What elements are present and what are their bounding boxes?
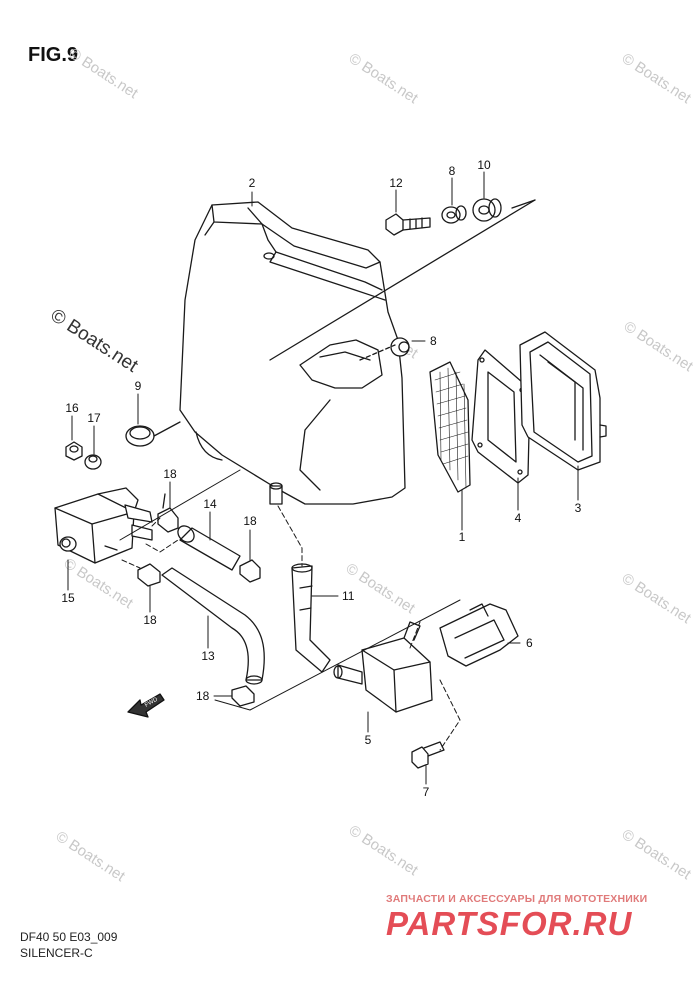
callout-number: 2 xyxy=(249,176,256,190)
callout-number: 10 xyxy=(477,158,491,172)
fitting-nipple xyxy=(269,482,283,505)
callout-number: 16 xyxy=(65,401,79,415)
intake-cover-part-3 xyxy=(519,331,607,471)
callout-number: 17 xyxy=(87,411,101,425)
callout-number: 18 xyxy=(163,467,177,481)
callout-number: 7 xyxy=(423,785,430,799)
callout-number: 8 xyxy=(449,164,456,178)
washer-part-8-top xyxy=(441,205,467,224)
model-code: DF40 50 E03_009 xyxy=(20,930,118,944)
gasket-part-4 xyxy=(471,349,531,484)
callout-number: 13 xyxy=(201,649,215,663)
callout-number: 18 xyxy=(143,613,157,627)
callouts xyxy=(67,171,579,785)
callout-number: 12 xyxy=(389,176,403,190)
shop-logo: PARTSFOR.RU xyxy=(386,905,633,942)
bolt-part-12 xyxy=(385,213,431,236)
fwd-arrow-icon: FWD xyxy=(127,693,165,718)
hose-part-13 xyxy=(161,567,265,685)
filter-part-5 xyxy=(333,621,433,713)
figure-title: FIG.9 xyxy=(28,44,79,66)
hose-part-11 xyxy=(291,563,331,673)
bracket-part-6 xyxy=(439,603,519,667)
callout-number: 8 xyxy=(430,334,437,348)
callout-number: 15 xyxy=(61,591,75,605)
bolt-part-7 xyxy=(411,741,445,769)
collar-part-10 xyxy=(472,198,502,222)
clamp-part-18 xyxy=(231,685,255,707)
callout-number: 11 xyxy=(342,589,355,603)
leader-line xyxy=(269,199,536,361)
callout-number: 18 xyxy=(243,514,257,528)
clamp-part-18 xyxy=(239,559,261,583)
boundary-lines xyxy=(119,469,461,711)
callout-number: 6 xyxy=(526,636,533,650)
callout-number: 5 xyxy=(365,733,372,747)
washer-part-8-mid xyxy=(359,337,410,361)
nut-part-16 xyxy=(65,441,83,461)
callout-numbers: 1 2 3 4 5 6 7 8 8 9 10 11 12 13 14 15 16… xyxy=(61,158,581,799)
callout-number: 1 xyxy=(459,530,466,544)
callout-number: 4 xyxy=(515,511,522,525)
clamp-part-18 xyxy=(157,493,179,533)
shop-tagline: ЗАПЧАСТИ И АКСЕССУАРЫ ДЛЯ МОТОТЕХНИКИ xyxy=(386,893,648,905)
silencer-case-part xyxy=(179,201,406,505)
clamp-part-18 xyxy=(137,563,161,587)
callout-number: 14 xyxy=(203,497,217,511)
mesh-screen-part-1 xyxy=(429,361,471,493)
callout-number: 9 xyxy=(135,379,142,393)
valve-part-15 xyxy=(54,487,153,564)
callout-number: 18 xyxy=(196,689,210,703)
callout-number: 3 xyxy=(575,501,582,515)
washer-part-17 xyxy=(84,454,102,470)
hose-part-14 xyxy=(177,525,241,571)
leader-line xyxy=(511,199,536,209)
section-name: SILENCER-C xyxy=(20,946,93,960)
grommet-part-9 xyxy=(125,421,181,447)
leader-lines xyxy=(121,505,461,751)
